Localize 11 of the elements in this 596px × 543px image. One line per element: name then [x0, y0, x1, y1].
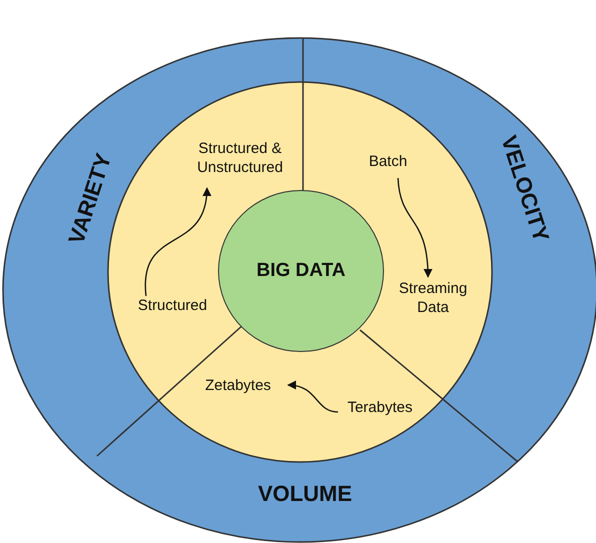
node-label: Batch: [362, 153, 414, 172]
sector-label: VOLUME: [240, 480, 370, 508]
curved-arrow: [397, 178, 432, 278]
node-label: Streaming Data: [388, 280, 478, 318]
node-label: Zetabytes: [196, 377, 280, 396]
node-label: BIG DATA: [256, 259, 346, 283]
node-label: Structured: [125, 297, 220, 316]
curved-arrow: [144, 187, 211, 296]
node-label: Terabytes: [338, 399, 422, 418]
curved-arrow: [287, 381, 338, 413]
node-label: Structured & Unstructured: [180, 140, 300, 178]
